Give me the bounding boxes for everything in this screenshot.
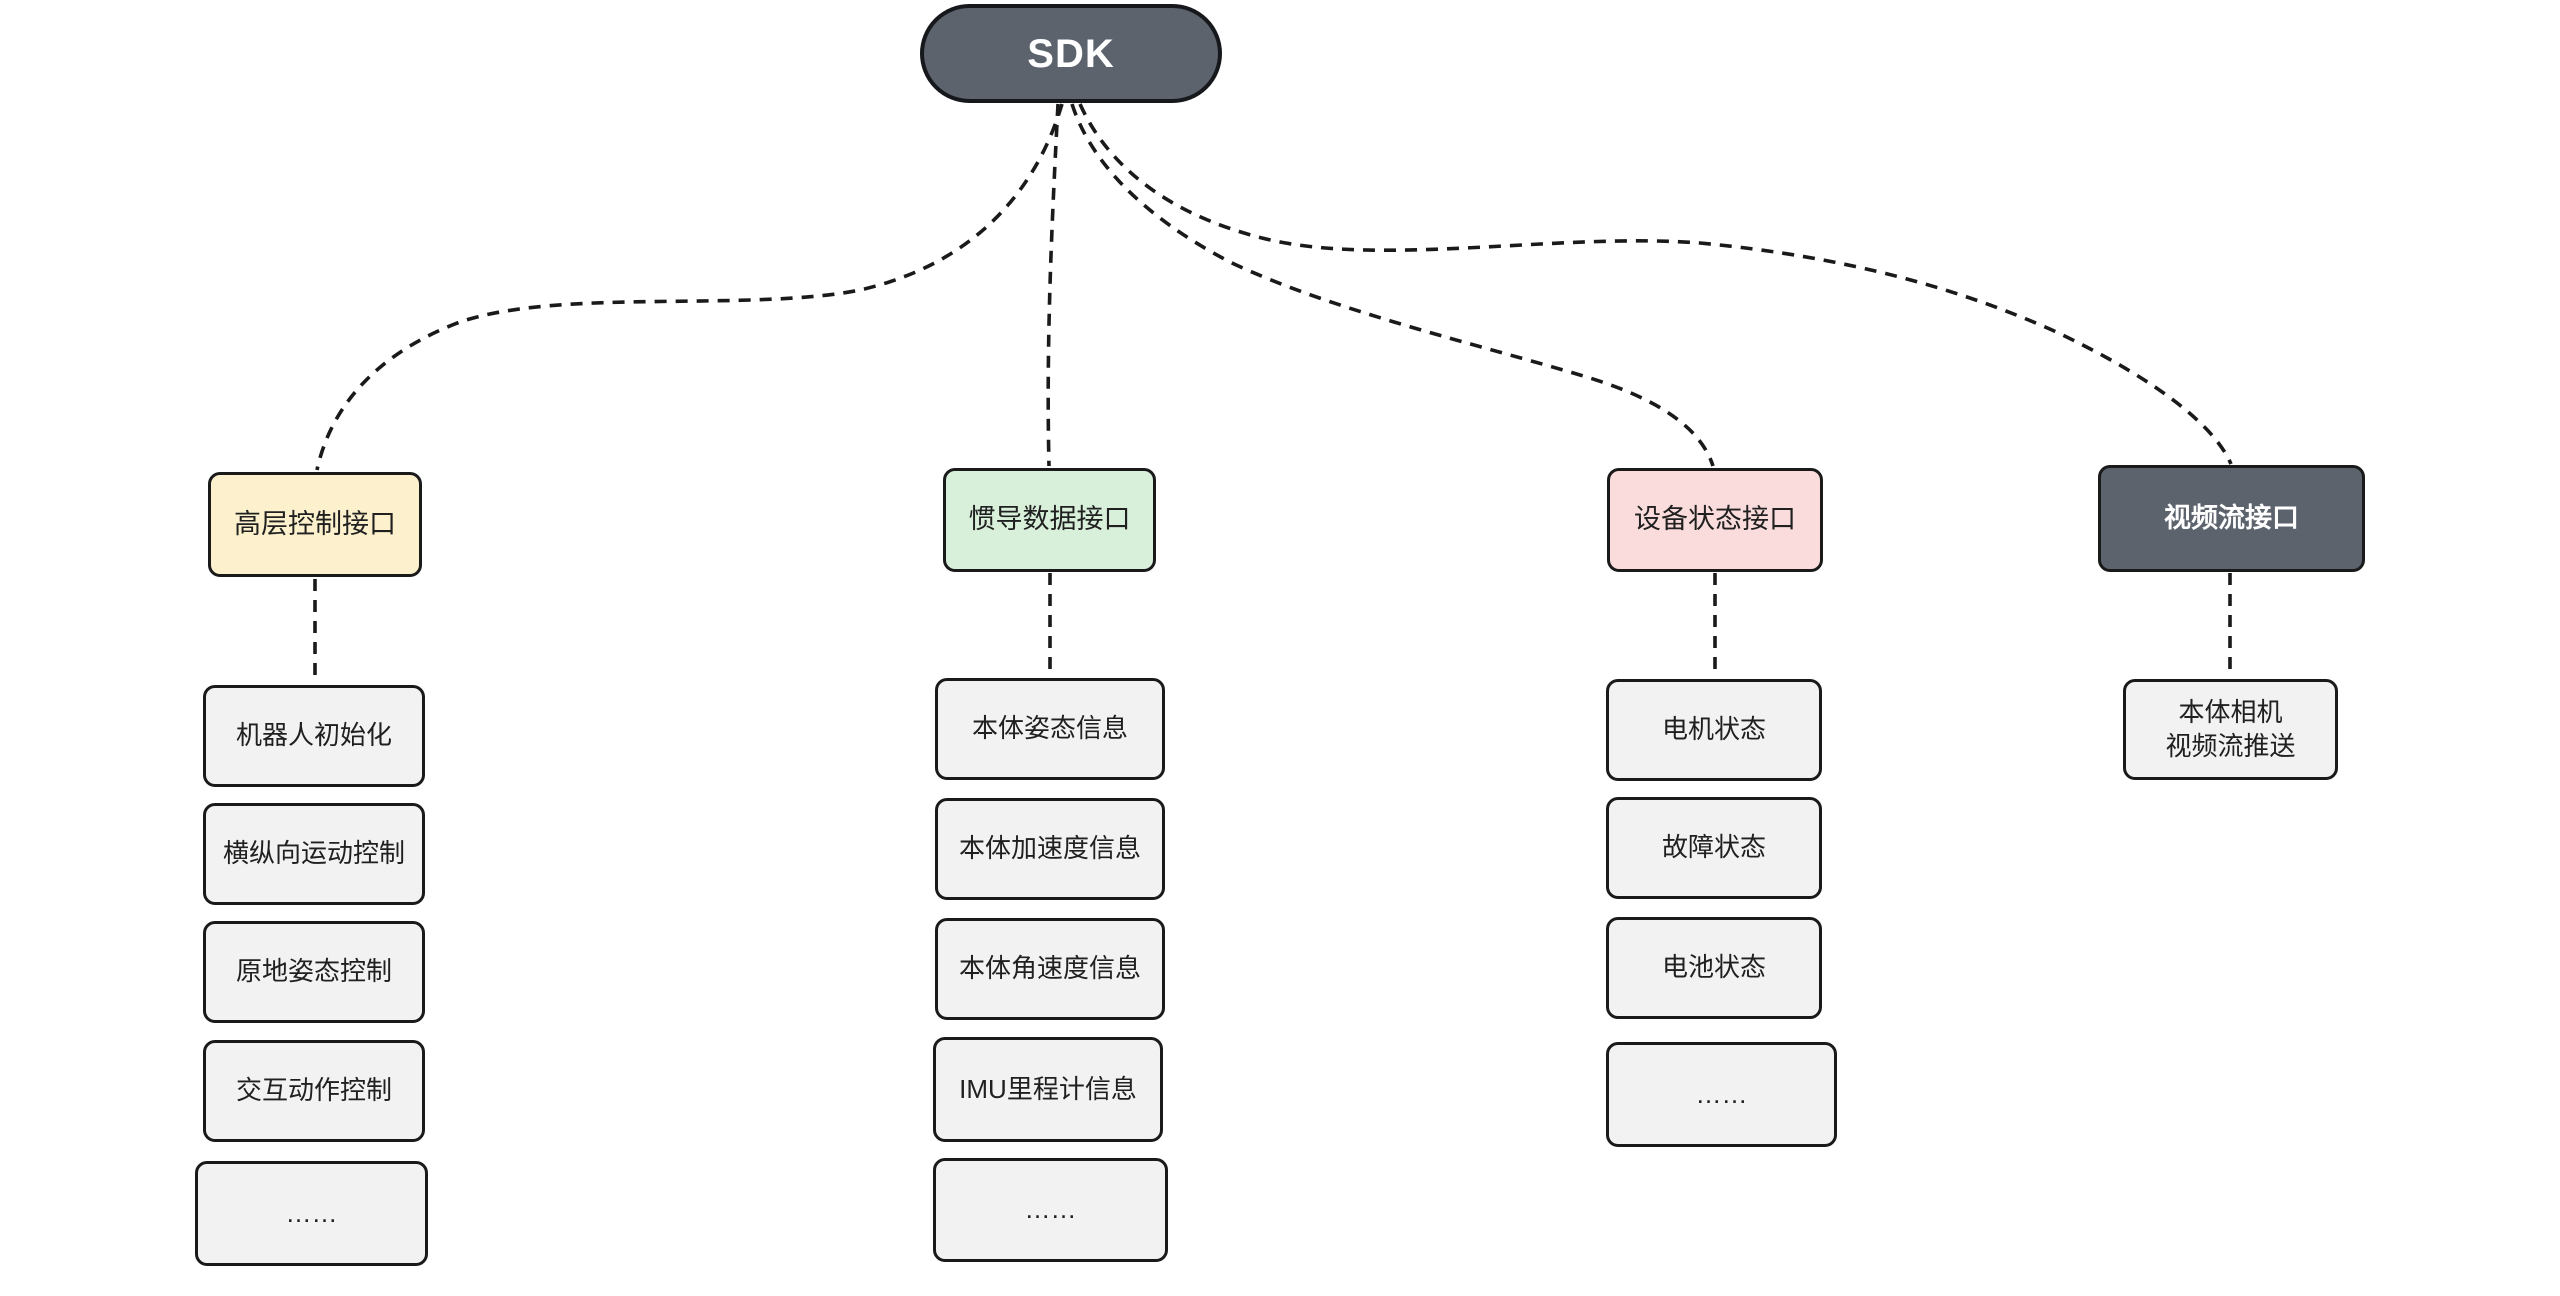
child-node-ins-more: …… [933, 1158, 1168, 1262]
branch-node-high-level-control: 高层控制接口 [208, 472, 422, 577]
child-node-fault-status: 故障状态 [1606, 797, 1822, 899]
child-node-motor-status: 电机状态 [1606, 679, 1822, 781]
sdk-root-node: SDK [920, 4, 1222, 103]
child-node-high-level-more: …… [195, 1161, 428, 1266]
child-node-battery-status: 电池状态 [1606, 917, 1822, 1019]
child-node-imu-odometry: IMU里程计信息 [933, 1037, 1163, 1142]
child-node-body-angular-velocity: 本体角速度信息 [935, 918, 1165, 1020]
branch-node-device-status: 设备状态接口 [1607, 468, 1823, 572]
child-node-lateral-longitudinal-motion: 横纵向运动控制 [203, 803, 425, 905]
child-node-camera-video-push: 本体相机 视频流推送 [2123, 679, 2338, 780]
child-node-in-place-attitude: 原地姿态控制 [203, 921, 425, 1023]
connector-sdk-to-high-level-control [315, 103, 1064, 471]
child-node-robot-init: 机器人初始化 [203, 685, 425, 787]
child-node-interactive-action: 交互动作控制 [203, 1040, 425, 1142]
connector-sdk-to-ins-data [1046, 103, 1060, 467]
branch-node-video-stream: 视频流接口 [2098, 465, 2365, 572]
child-node-body-acceleration: 本体加速度信息 [935, 798, 1165, 900]
child-node-device-status-more: …… [1606, 1042, 1837, 1147]
child-node-body-attitude: 本体姿态信息 [935, 678, 1165, 780]
connector-sdk-to-device-status [1070, 103, 1715, 467]
branch-node-ins-data: 惯导数据接口 [943, 468, 1156, 572]
connector-sdk-to-video-stream [1078, 103, 2233, 465]
